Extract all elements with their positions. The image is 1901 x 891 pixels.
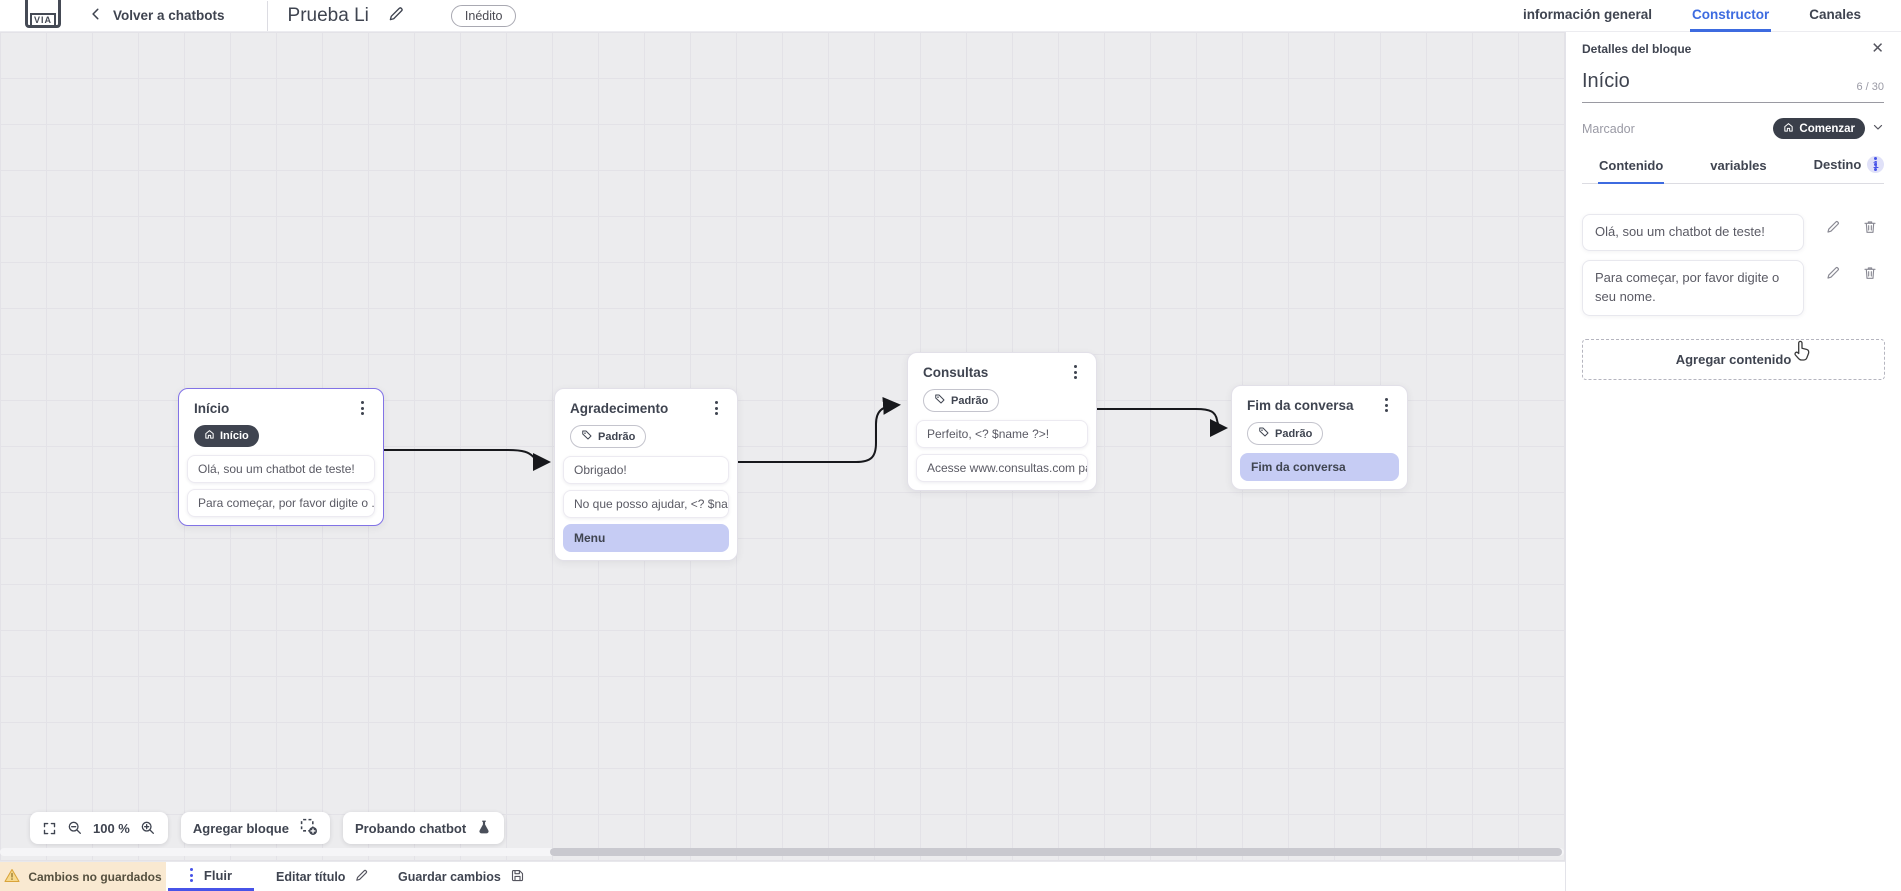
chevron-down-icon	[1872, 121, 1884, 136]
flow-tab[interactable]: Fluir	[168, 862, 254, 891]
delete-content-button[interactable]	[1862, 265, 1878, 284]
content-text-field[interactable]: Para começar, por favor digite o seu nom…	[1582, 259, 1804, 316]
close-panel-button[interactable]: ✕	[1871, 41, 1884, 56]
zoom-in-button[interactable]	[140, 820, 156, 836]
tab-content[interactable]: Contenido	[1598, 158, 1665, 184]
node-connector-item[interactable]: Fim da conversa	[1240, 453, 1399, 481]
back-label: Volver a chatbots	[113, 8, 225, 23]
save-icon	[510, 868, 525, 886]
chevron-left-icon	[89, 7, 103, 24]
canvas-hscrollbar-track[interactable]	[0, 848, 1564, 856]
page-title: Prueba Li	[287, 4, 369, 26]
node-menu-button[interactable]	[1380, 395, 1393, 415]
edit-title-button[interactable]: Editar título	[276, 862, 369, 891]
marker-select[interactable]: Comenzar	[1773, 118, 1884, 139]
char-counter: 6 / 30	[1856, 81, 1884, 93]
trash-icon	[1862, 265, 1878, 284]
panel-tabs: Contenido variables Destino 1	[1582, 154, 1885, 184]
close-icon: ✕	[1871, 40, 1884, 57]
delete-content-button[interactable]	[1862, 219, 1878, 238]
add-block-button[interactable]: Agregar bloque	[180, 812, 330, 844]
node-connector-item[interactable]: Menu	[563, 524, 729, 552]
node-menu-button[interactable]	[1069, 362, 1082, 382]
edit-content-button[interactable]	[1825, 219, 1841, 238]
add-block-icon	[299, 817, 318, 839]
bottom-bar: Cambios no guardados Fluir Editar título…	[0, 861, 1565, 891]
node-title: Início	[194, 400, 230, 416]
panel-title: Detalles del bloque	[1582, 41, 1692, 56]
tag-icon	[934, 393, 946, 408]
content-text-field[interactable]: Olá, sou um chatbot de teste!	[1582, 214, 1804, 251]
tab-constructor[interactable]: Constructor	[1689, 0, 1772, 32]
flow-node-consultas[interactable]: Consultas Padrão Perfeito, <? $name ?>! …	[907, 352, 1097, 491]
node-type-badge: Padrão	[1247, 422, 1324, 445]
block-name-field[interactable]: Início	[1582, 70, 1630, 92]
flow-node-agradecimento[interactable]: Agradecimento Padrão Obrigado! No que po…	[554, 388, 738, 561]
node-message-item[interactable]: Olá, sou um chatbot de teste!	[187, 455, 375, 483]
content-row: Para começar, por favor digite o seu nom…	[1582, 259, 1884, 316]
node-message-item[interactable]: No que posso ajudar, <? $name ...	[563, 490, 729, 518]
status-badge: Inédito	[450, 4, 517, 27]
pencil-icon	[387, 5, 405, 26]
node-menu-button[interactable]	[356, 398, 369, 418]
canvas-toolbar: 100 % Agregar bloque Probando chatbot	[30, 812, 505, 844]
pencil-icon	[1825, 265, 1841, 284]
tab-variables[interactable]: variables	[1709, 158, 1767, 184]
zoom-controls: 100 %	[30, 812, 168, 844]
flow-tab-menu-icon	[189, 868, 193, 882]
flow-node-fim-da-conversa[interactable]: Fim da conversa Padrão Fim da conversa	[1231, 385, 1408, 490]
panel-menu-button[interactable]	[1869, 154, 1882, 174]
marker-label: Marcador	[1582, 121, 1635, 136]
zoom-level: 100 %	[93, 820, 130, 836]
node-message-item[interactable]: Acesse www.consultas.com par...	[916, 454, 1088, 482]
pencil-icon	[1825, 219, 1841, 238]
tag-icon	[581, 429, 593, 444]
node-message-item[interactable]: Para começar, por favor digite o ...	[187, 489, 375, 517]
test-chatbot-button[interactable]: Probando chatbot	[342, 812, 505, 844]
top-bar: VIA Volver a chatbots Prueba Li Inédito …	[0, 0, 1901, 32]
flow-node-inicio[interactable]: Início Início Olá, sou um chatbot de tes…	[178, 388, 384, 526]
title-divider	[266, 0, 268, 31]
zoom-out-button[interactable]	[67, 820, 83, 836]
edit-chatbot-title-button[interactable]	[387, 5, 405, 26]
node-menu-button[interactable]	[710, 398, 723, 418]
node-message-item[interactable]: Perfeito, <? $name ?>!	[916, 420, 1088, 448]
tab-channels[interactable]: Canales	[1807, 0, 1863, 32]
marker-value-pill: Comenzar	[1773, 118, 1865, 139]
edit-content-button[interactable]	[1825, 265, 1841, 284]
node-start-badge: Início	[194, 425, 259, 447]
save-changes-button[interactable]: Guardar cambios	[398, 862, 525, 891]
pencil-icon	[354, 868, 369, 886]
flask-icon	[476, 819, 492, 838]
node-title: Consultas	[923, 364, 989, 380]
home-icon	[204, 429, 215, 443]
node-type-badge: Padrão	[570, 425, 647, 448]
header-tabs: información general Constructor Canales	[1521, 0, 1863, 32]
tag-icon	[1258, 426, 1270, 441]
warning-icon	[4, 868, 20, 886]
fullscreen-button[interactable]	[42, 821, 57, 836]
add-content-button[interactable]: Agregar contenido	[1582, 338, 1885, 380]
unsaved-changes-badge: Cambios no guardados	[0, 862, 166, 891]
tab-general-info[interactable]: información general	[1521, 0, 1654, 32]
block-details-panel: Detalles del bloque ✕ Início 6 / 30 Marc…	[1565, 32, 1901, 891]
node-message-item[interactable]: Obrigado!	[563, 456, 729, 484]
back-to-chatbots-button[interactable]: Volver a chatbots	[89, 7, 225, 24]
home-icon	[1783, 122, 1794, 136]
trash-icon	[1862, 219, 1878, 238]
node-type-badge: Padrão	[923, 389, 1000, 412]
node-title: Agradecimento	[570, 400, 669, 416]
content-row: Olá, sou um chatbot de teste!	[1582, 214, 1884, 251]
node-title: Fim da conversa	[1247, 397, 1354, 413]
canvas-hscrollbar-thumb[interactable]	[550, 848, 1562, 856]
content-list: Olá, sou um chatbot de teste! Para começ…	[1582, 214, 1884, 316]
flow-canvas[interactable]: Início Início Olá, sou um chatbot de tes…	[0, 32, 1565, 861]
app-logo: VIA	[25, 0, 61, 28]
